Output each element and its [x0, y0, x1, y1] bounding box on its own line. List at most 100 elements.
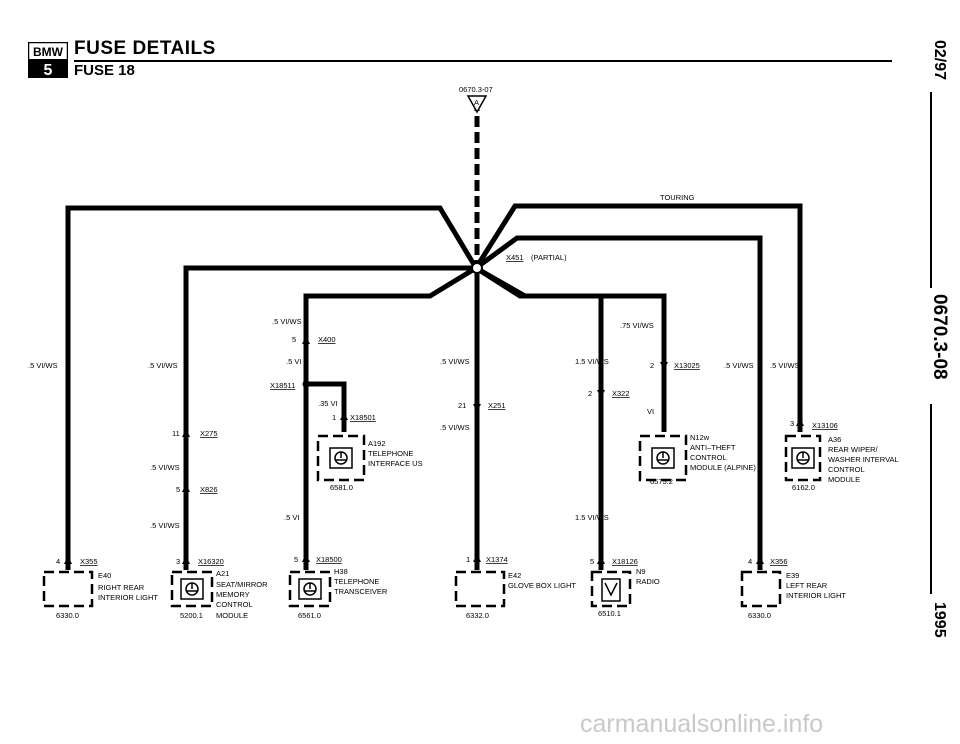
e40-l1: RIGHT REAR	[98, 583, 145, 592]
x322-id: X322	[612, 389, 630, 398]
x18126-id: X18126	[612, 557, 638, 566]
wire-label-5a: .75 VI/WS	[620, 321, 654, 330]
x356-id: X356	[770, 557, 788, 566]
module-icon-n9	[601, 578, 621, 602]
x16320-pin: 3	[176, 557, 180, 566]
logo-top-text: BMW	[33, 45, 64, 59]
module-icon-n12w	[651, 447, 675, 469]
h38-id: H38	[334, 567, 348, 576]
side-rule-1	[930, 92, 932, 288]
a36-ref: 6162.0	[792, 483, 815, 492]
a21-ref: 5200.1	[180, 611, 203, 620]
page-title: FUSE DETAILS	[74, 38, 216, 59]
side-rule-2	[930, 404, 932, 594]
wire-label-5b: 1.5 VI/WS	[575, 357, 609, 366]
x18501-id: X18501	[350, 413, 376, 422]
a192-l1: TELEPHONE	[368, 449, 413, 458]
top-ref: 0670.3-07	[459, 85, 493, 94]
touring-label: TOURING	[660, 193, 695, 202]
page-subtitle: FUSE 18	[74, 62, 135, 79]
x13025-id: X13025	[674, 361, 700, 370]
a192-id: A192	[368, 439, 386, 448]
e39-l1: LEFT REAR	[786, 581, 828, 590]
splice-note: (PARTIAL)	[531, 253, 567, 262]
wire-label-5d: VI	[647, 407, 654, 416]
x355-pin: 4	[56, 557, 60, 566]
e39-id: E39	[786, 571, 799, 580]
wire-label-3d: .5 VI	[284, 513, 299, 522]
e40-l2: INTERIOR LIGHT	[98, 593, 158, 602]
x826-id: X826	[200, 485, 218, 494]
e42-ref: 6332.0	[466, 611, 489, 620]
x275-pin: 11	[172, 429, 180, 438]
wire-label-1: .5 VI/WS	[28, 361, 58, 370]
x13106-pin: 3	[790, 419, 794, 428]
a36-l1: REAR WIPER/	[828, 445, 879, 454]
x18126-pin: 5	[590, 557, 594, 566]
x18511-id: X18511	[270, 381, 295, 390]
x356-pin: 4	[748, 557, 752, 566]
wire-label-7: .5 VI/WS	[770, 361, 800, 370]
x1374-id: X1374	[486, 555, 508, 564]
x1374-pin: 1	[466, 555, 470, 564]
wire-label-3c: .35 VI	[318, 399, 338, 408]
h38-l1: TELEPHONE	[334, 577, 379, 586]
splice-x18511	[302, 380, 310, 388]
wire-label-5c: 1.5 VI/WS	[575, 513, 609, 522]
wire-label-4b: .5 VI/WS	[440, 423, 470, 432]
a36-l2: WASHER INTERVAL	[828, 455, 899, 464]
n9-l1: RADIO	[636, 577, 660, 586]
x13025-pin: 2	[650, 361, 654, 370]
e39-l2: INTERIOR LIGHT	[786, 591, 846, 600]
x400-id: X400	[318, 335, 336, 344]
connector-a-triangle	[466, 95, 488, 114]
n12w-l2: CONTROL	[690, 453, 727, 462]
n12w-l1: ANTI–THEFT	[690, 443, 736, 452]
e39-ref: 6330.0	[748, 611, 771, 620]
a21-l1: SEAT/MIRROR	[216, 580, 268, 589]
h38-l2: TRANSCEIVER	[334, 587, 388, 596]
x275-id: X275	[200, 429, 218, 438]
x18500-pin: 5	[294, 555, 298, 564]
a36-id: A36	[828, 435, 841, 444]
connector-a-letter: A	[474, 98, 479, 107]
module-icon-a36	[791, 447, 815, 469]
x251-id: X251	[488, 401, 506, 410]
wire-label-2b: .5 VI/WS	[150, 463, 180, 472]
x18501-pin: 1	[332, 413, 336, 422]
logo-bottom-text: 5	[44, 62, 53, 78]
n12w-id: N12w	[690, 433, 710, 442]
a21-l2: MEMORY	[216, 590, 250, 599]
a36-l4: MODULE	[828, 475, 860, 484]
header-rule	[74, 60, 892, 62]
module-icon-a21	[180, 578, 204, 600]
a36-l3: CONTROL	[828, 465, 865, 474]
x251-pin: 21	[458, 401, 466, 410]
h38-ref: 6561.0	[298, 611, 321, 620]
x826-pin: 5	[176, 485, 180, 494]
e42-l1: GLOVE BOX LIGHT	[508, 581, 576, 590]
n9-ref: 6510.1	[598, 609, 621, 618]
n9-id: N9	[636, 567, 646, 576]
x400-pin: 5	[292, 335, 296, 344]
a192-l2: INTERFACE US	[368, 459, 423, 468]
watermark: carmanualsonline.info	[580, 710, 824, 738]
x16320-id: X16320	[198, 557, 224, 566]
a21-l4: MODULE	[216, 611, 248, 620]
wire-label-3b: .5 VI	[286, 357, 301, 366]
a192-ref: 6581.0	[330, 483, 353, 492]
wire-label-3a: .5 VI/WS	[272, 317, 302, 326]
e40-id: E40	[98, 571, 111, 580]
n12w-l3: MODULE (ALPINE)	[690, 463, 756, 472]
module-icon-a192	[329, 447, 353, 469]
n12w-ref: 6575.2	[650, 477, 673, 486]
x18500-id: X18500	[316, 555, 342, 564]
e40-ref: 6330.0	[56, 611, 79, 620]
wire-label-2: .5 VI/WS	[148, 361, 178, 370]
x355-id: X355	[80, 557, 98, 566]
bmw-logo: BMW 5	[28, 42, 68, 78]
a21-l3: CONTROL	[216, 600, 253, 609]
a21-id: A21	[216, 569, 229, 578]
splice-x451	[471, 262, 483, 274]
